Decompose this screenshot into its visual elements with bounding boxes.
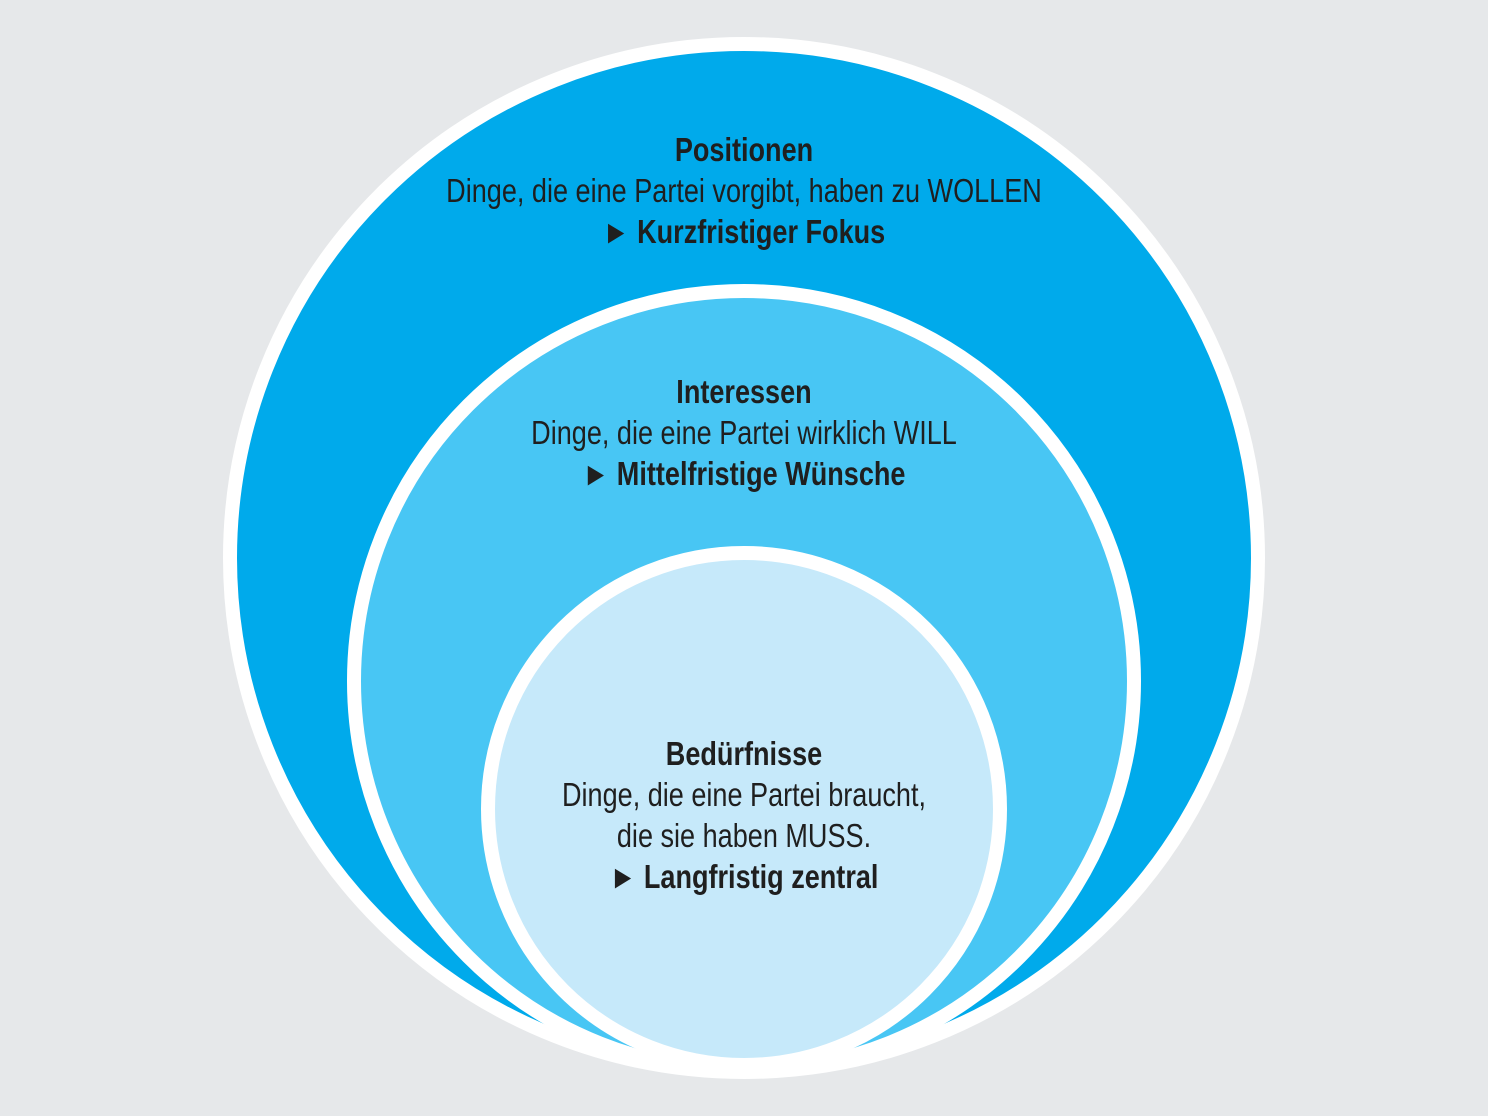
positionen-label-group: Positionen Dinge, die eine Partei vorgib… [134,129,1354,252]
beduerfnisse-label-group: Bedürfnisse Dinge, die eine Partei brauc… [134,733,1354,897]
beduerfnisse-title: Bedürfnisse [665,735,823,772]
positionen-focus: ► Kurzfristiger Fokus [602,213,886,250]
interessen-focus: ► Mittelfristige Wünsche [582,455,906,492]
positionen-description-line-1: Dinge, die eine Partei vorgibt, haben zu… [446,172,1042,209]
interessen-title: Interessen [676,373,812,410]
beduerfnisse-description-line-1: Dinge, die eine Partei braucht, [561,776,927,813]
beduerfnisse-focus: ► Langfristig zentral [609,858,879,895]
interessen-label-group: Interessen Dinge, die eine Partei wirkli… [134,371,1354,494]
inner-circle-beduerfnisse [481,546,1007,1072]
positionen-title: Positionen [674,131,814,168]
interessen-description-line-1: Dinge, die eine Partei wirklich WILL [531,414,957,451]
beduerfnisse-description-line-2: die sie haben MUSS. [616,817,872,854]
